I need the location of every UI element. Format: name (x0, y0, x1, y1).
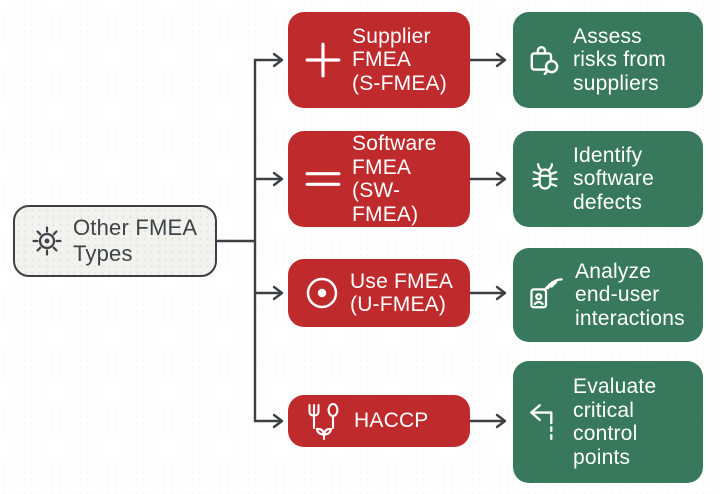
arrowhead-outcome-row4 (495, 413, 507, 429)
return-arrow-icon (527, 401, 563, 443)
node-haccp: HACCP (288, 395, 470, 447)
type-label: Supplier FMEA (S-FMEA) (352, 24, 447, 95)
gear-icon (31, 225, 63, 257)
node-supplier-fmea: Supplier FMEA (S-FMEA) (288, 12, 470, 108)
node-other-fmea-types: Other FMEA Types (13, 205, 217, 277)
bug-icon (527, 161, 563, 197)
arrowhead-outcome-row3 (495, 285, 507, 301)
hand-card-icon (527, 276, 565, 314)
root-label: Other FMEA Types (73, 215, 198, 266)
node-evaluate-critical-control-points: Evaluate critical control points (513, 361, 703, 483)
node-software-fmea: Software FMEA (SW-FMEA) (288, 131, 470, 227)
arrowhead-row4 (272, 413, 284, 429)
arrowhead-row2 (272, 171, 284, 187)
outcome-label: Identify software defects (573, 143, 654, 214)
type-label: Use FMEA (U-FMEA) (350, 269, 454, 317)
equals-icon (304, 168, 342, 190)
arrowhead-row3 (272, 285, 284, 301)
outcome-label: Analyze end-user interactions (575, 259, 685, 330)
bag-search-icon (527, 42, 563, 78)
arrowhead-outcome-row2 (495, 171, 507, 187)
type-label: HACCP (354, 409, 429, 433)
node-analyze-end-user-interactions: Analyze end-user interactions (513, 248, 703, 342)
target-icon (304, 275, 340, 311)
node-assess-supplier-risks: Assess risks from suppliers (513, 12, 703, 108)
node-identify-software-defects: Identify software defects (513, 131, 703, 227)
node-use-fmea: Use FMEA (U-FMEA) (288, 259, 470, 327)
arrowhead-row1 (272, 52, 284, 68)
food-safety-icon (304, 401, 344, 441)
type-label: Software FMEA (SW-FMEA) (352, 132, 437, 226)
plus-icon (304, 41, 342, 79)
outcome-label: Assess risks from suppliers (573, 24, 666, 95)
outcome-label: Evaluate critical control points (573, 375, 657, 469)
arrowhead-outcome-row1 (495, 52, 507, 68)
